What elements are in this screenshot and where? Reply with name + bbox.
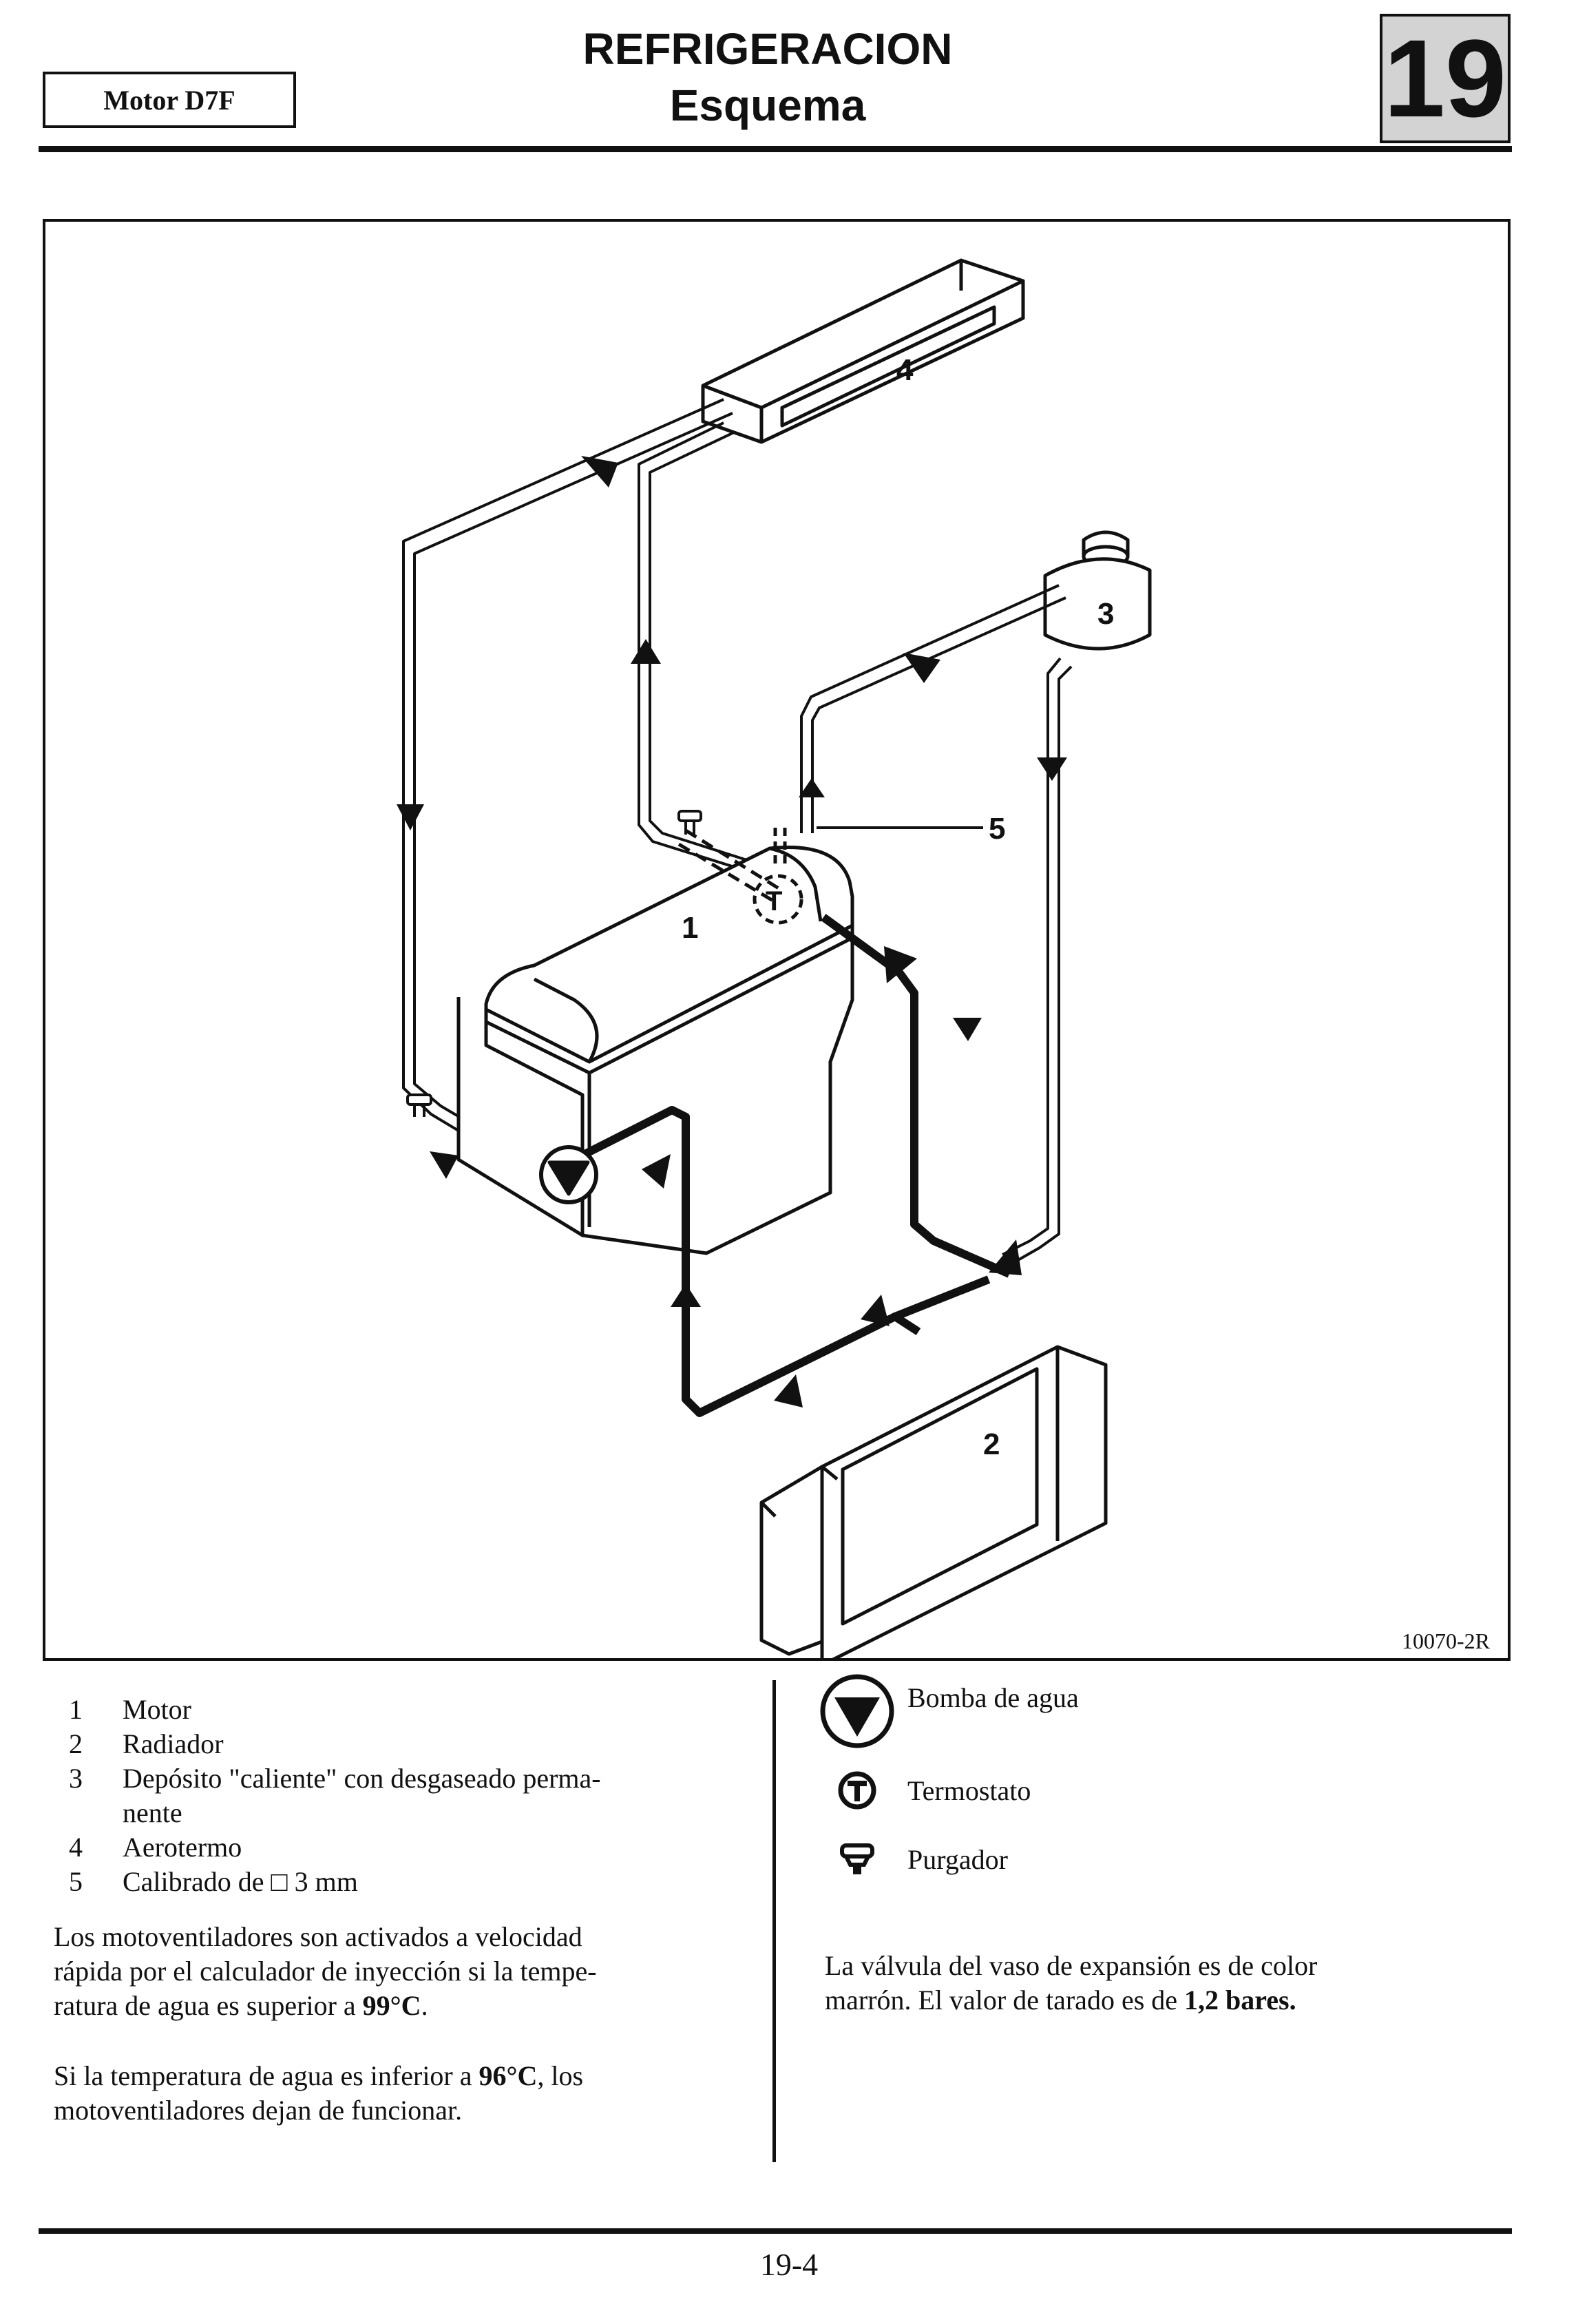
bleeder-screw-icon — [819, 1839, 895, 1880]
temp-paragraph: Si la temperatura de agua es inferior a … — [54, 2059, 763, 2128]
column-divider — [772, 1680, 776, 2162]
flow-arrows — [397, 456, 1067, 1407]
bleeder-screws — [406, 810, 702, 1117]
fans-line-3: ratura de agua es superior a 99°C. — [54, 1989, 763, 2023]
callout-1: 1 — [682, 911, 698, 945]
symbol-pump: Bomba de agua — [819, 1673, 1079, 1749]
temp-text: Si la temperatura de agua es inferior a — [54, 2060, 479, 2091]
legend-item: 4 Aerotermo — [69, 1830, 757, 1865]
water-pump-icon — [819, 1673, 895, 1749]
symbol-bleeder-label: Purgador — [907, 1843, 1008, 1875]
valve-line-2: marrón. El valor de tarado es de 1,2 bar… — [825, 1983, 1513, 2018]
header-rule — [39, 146, 1512, 152]
page-title: REFRIGERACION Esquema — [482, 21, 1053, 134]
footer-rule — [39, 2228, 1512, 2234]
fans-text-end: . — [421, 1990, 428, 2021]
temp-text-end: , los — [537, 2060, 584, 2091]
tank-hoses — [800, 584, 1073, 1266]
callout-3: 3 — [1097, 597, 1114, 631]
radiator — [759, 1345, 1108, 1658]
valve-paragraph: La válvula del vaso de expansión es de c… — [825, 1949, 1513, 2018]
cooling-diagram-drawing: 4 3 5 1 2 T — [397, 258, 1152, 1658]
callout-4: 4 — [896, 353, 914, 387]
legend-number: 3 — [69, 1763, 83, 1794]
legend-text: Aerotermo — [123, 1832, 242, 1863]
valve-text: marrón. El valor de tarado es de — [825, 1985, 1185, 2016]
fans-text: ratura de agua es superior a — [54, 1990, 363, 2021]
legend-item: 2 Radiador — [69, 1727, 757, 1761]
cooling-diagram: 4 3 5 1 2 T 10070-2R — [43, 219, 1511, 1661]
symbol-thermostat: Termostato — [819, 1770, 1031, 1811]
engine-label: Motor D7F — [43, 72, 296, 128]
legend-number: 4 — [69, 1832, 83, 1863]
heater-core — [701, 258, 1025, 444]
fans-line-2: rápida por el calculador de inyección si… — [54, 1956, 597, 1987]
fans-temp-value: 99°C — [362, 1990, 421, 2021]
expansion-tank — [1043, 530, 1152, 651]
legend-item: 1 Motor — [69, 1693, 757, 1727]
temp-value: 96°C — [478, 2060, 538, 2091]
water-pump — [539, 1145, 598, 1204]
fans-paragraph: Los motoventiladores son activados a vel… — [54, 1920, 763, 2023]
valve-pressure-value: 1,2 bares. — [1184, 1985, 1296, 2016]
legend-text: Radiador — [123, 1728, 224, 1759]
symbol-bleeder: Purgador — [819, 1839, 1008, 1880]
legend-number: 1 — [69, 1694, 83, 1725]
legend-item: 5 Calibrado de □ 3 mm — [69, 1865, 757, 1899]
valve-line-1: La válvula del vaso de expansión es de c… — [825, 1950, 1318, 1981]
legend-text: Calibrado de □ 3 mm — [123, 1866, 358, 1897]
engine-label-text: Motor D7F — [103, 84, 235, 116]
legend-item: nente — [69, 1796, 757, 1830]
thermostat-letter: T — [766, 886, 782, 917]
legend-text: Motor — [123, 1694, 191, 1725]
legend-number: 5 — [69, 1866, 83, 1897]
legend-text: nente — [123, 1797, 182, 1828]
legend-list: 1 Motor 2 Radiador 3 Depósito "caliente" co… — [69, 1693, 757, 1899]
temp-line-1: Si la temperatura de agua es inferior a … — [54, 2059, 763, 2093]
engine-block — [456, 828, 854, 1255]
legend-number — [69, 1796, 123, 1830]
fans-line-1: Los motoventiladores son activados a vel… — [54, 1921, 582, 1952]
page-number: 19-4 — [759, 2247, 819, 2282]
chapter-number: 19 — [1380, 14, 1511, 143]
callout-2: 2 — [983, 1427, 1000, 1461]
symbol-thermostat-label: Termostato — [907, 1775, 1031, 1806]
figure-reference: 10070-2R — [1402, 1629, 1490, 1653]
title-line-1: REFRIGERACION — [582, 24, 953, 74]
thermostat-icon — [819, 1770, 895, 1811]
chapter-number-text: 19 — [1384, 17, 1506, 140]
symbol-pump-label: Bomba de agua — [907, 1682, 1079, 1713]
legend-item: 3 Depósito "caliente" con desgaseado perm… — [69, 1761, 757, 1796]
temp-line-2: motoventiladores dejan de funcionar. — [54, 2095, 463, 2126]
callout-5: 5 — [989, 812, 1005, 846]
title-line-2: Esquema — [669, 81, 866, 130]
legend-number: 2 — [69, 1728, 83, 1759]
legend-text: Depósito "caliente" con desgaseado perma… — [123, 1763, 601, 1794]
